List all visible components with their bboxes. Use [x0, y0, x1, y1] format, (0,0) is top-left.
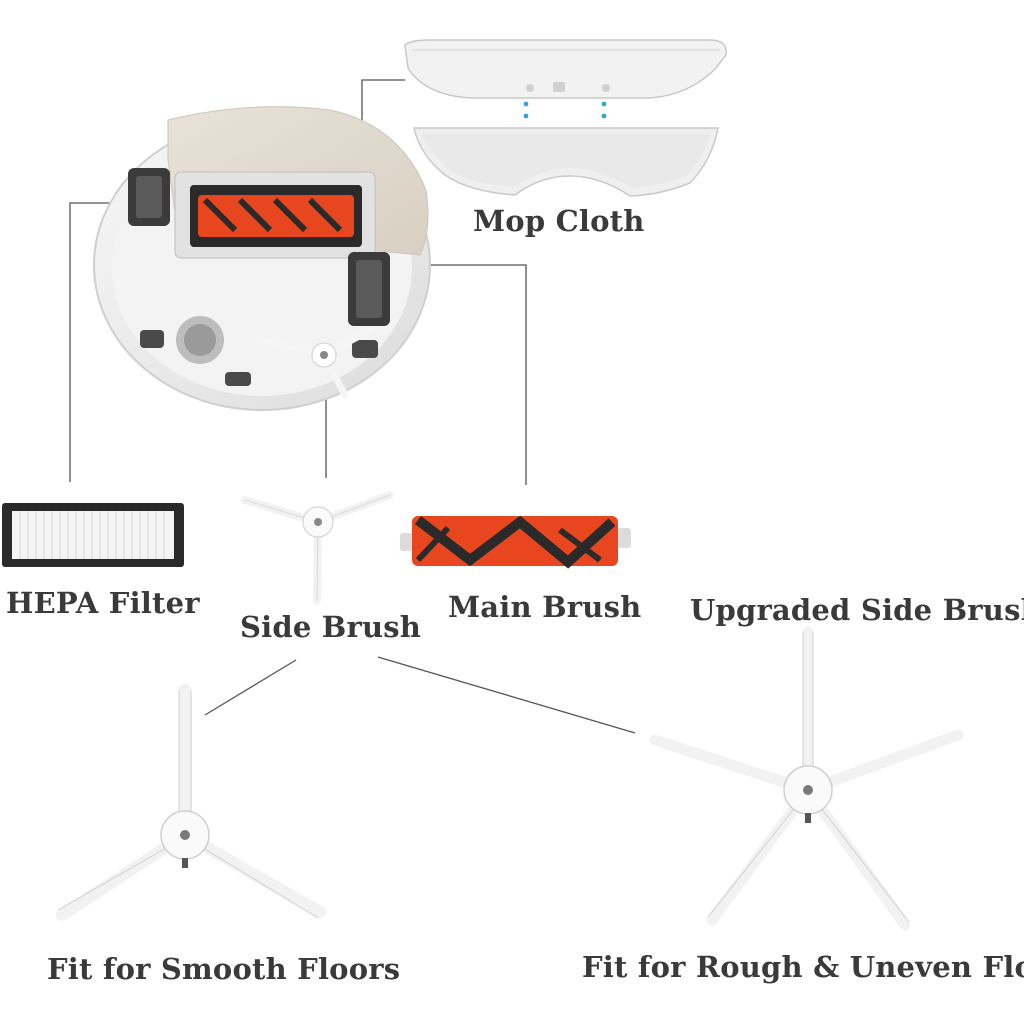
hepa-filter-image: [2, 503, 184, 567]
hepa-filter-label: HEPA Filter: [6, 586, 200, 620]
upgraded-side-brush-label: Upgraded Side Brush: [690, 593, 1024, 627]
main-brush-image: [400, 515, 631, 569]
rough-floor-label: Fit for Rough & Uneven Floor: [582, 950, 1024, 984]
smooth-floors-label: Fit for Smooth Floors: [47, 952, 401, 986]
mop-cloth-label: Mop Cloth: [473, 204, 645, 238]
five-arm-brush-image: [649, 626, 964, 931]
mop-cloth-image: [413, 127, 719, 197]
connector-smooth: [204, 659, 297, 716]
side-brush-image: [241, 491, 394, 604]
water-tank-image: [404, 39, 727, 99]
side-brush-label: Side Brush: [240, 610, 422, 644]
three-arm-brush-image: [56, 684, 326, 921]
robot-vacuum-image: [93, 106, 431, 411]
main-brush-label: Main Brush: [448, 590, 642, 624]
connector-main: [388, 264, 527, 485]
connector-rough: [377, 656, 636, 734]
